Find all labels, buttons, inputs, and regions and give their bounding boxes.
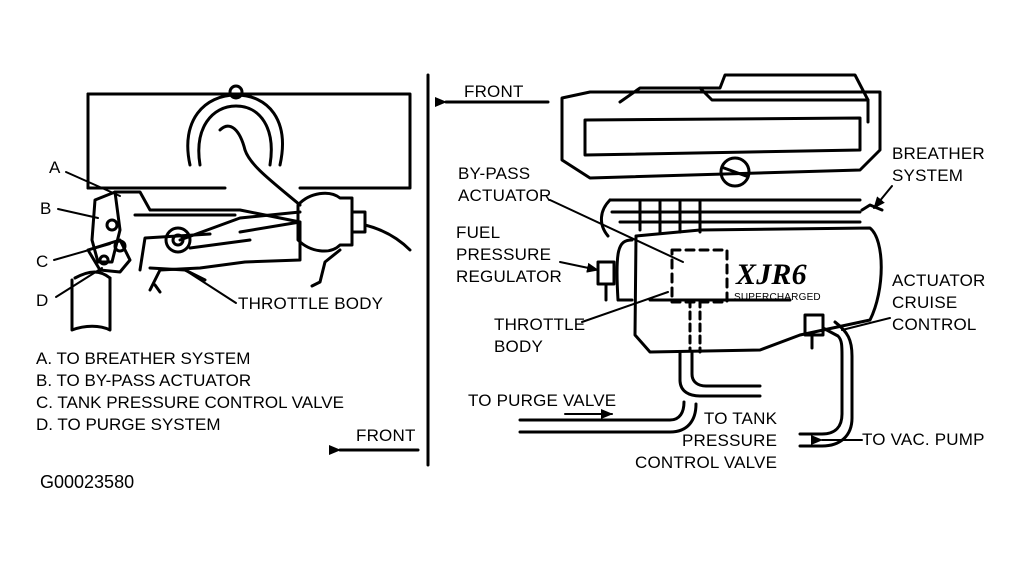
bypass-actuator-line2: ACTUATOR xyxy=(458,186,552,205)
breather-system-label: BREATHER SYSTEM xyxy=(892,143,985,187)
to-tank-pressure-label: TO TANK PRESSURE CONTROL VALVE xyxy=(630,408,777,474)
throttle-body-label-left: THROTTLE BODY xyxy=(238,294,384,313)
fuel-regulator-label: FUEL PRESSURE REGULATOR xyxy=(456,222,562,288)
callout-a-leader xyxy=(65,171,121,197)
cruise-line1: ACTUATOR xyxy=(892,271,986,290)
fuel-regulator-line2: PRESSURE xyxy=(456,245,552,264)
legend-item-a: A. TO BREATHER SYSTEM xyxy=(36,349,251,368)
to-purge-valve-label: TO PURGE VALVE xyxy=(468,391,617,410)
left-throttle-assembly xyxy=(70,84,412,332)
callout-d: D xyxy=(36,291,49,310)
legend-item-b: B. TO BY-PASS ACTUATOR xyxy=(36,371,252,390)
callout-c: C xyxy=(36,252,49,271)
bypass-actuator-leader xyxy=(549,199,684,263)
cruise-line2: CRUISE xyxy=(892,293,958,312)
throttle-body-leader-right xyxy=(581,291,669,323)
breather-line2: SYSTEM xyxy=(892,166,964,185)
breather-line1: BREATHER xyxy=(892,144,985,163)
tank-line1: TO TANK xyxy=(703,409,778,428)
legend: A. TO BREATHER SYSTEM B. TO BY-PASS ACTU… xyxy=(36,348,344,436)
legend-item-c: C. TANK PRESSURE CONTROL VALVE xyxy=(36,393,344,412)
right-engine-assembly xyxy=(560,73,884,354)
callout-a: A xyxy=(49,158,61,177)
tank-line2: PRESSURE xyxy=(682,431,778,450)
right-hoses xyxy=(518,320,854,448)
cruise-control-label: ACTUATOR CRUISE CONTROL xyxy=(892,270,986,336)
front-label-right: FRONT xyxy=(464,82,524,101)
throttle-body-leader-left xyxy=(187,271,237,304)
cruise-leader xyxy=(841,317,891,331)
callout-c-leader xyxy=(53,243,111,261)
bypass-actuator-label: BY-PASS ACTUATOR xyxy=(458,163,552,207)
breather-leader xyxy=(873,185,893,209)
bypass-actuator-line1: BY-PASS xyxy=(458,164,531,183)
to-vac-pump-label: TO VAC. PUMP xyxy=(862,430,985,449)
engine-badge-subtitle: SUPERCHARGED xyxy=(734,292,821,303)
throttle-body-right-line2: BODY xyxy=(494,337,543,356)
callout-d-leader xyxy=(55,267,103,298)
throttle-body-right-line1: THROTTLE xyxy=(494,315,586,334)
engine-badge: XJR6 xyxy=(736,258,807,291)
fuel-regulator-line3: REGULATOR xyxy=(456,267,563,286)
fuel-regulator-line1: FUEL xyxy=(456,223,501,242)
legend-item-d: D. TO PURGE SYSTEM xyxy=(36,415,221,434)
fuel-regulator-leader xyxy=(559,261,599,273)
cruise-line3: CONTROL xyxy=(892,315,977,334)
callout-b: B xyxy=(40,199,52,218)
callout-b-leader xyxy=(57,208,99,219)
figure-id: G00023580 xyxy=(40,472,135,492)
throttle-body-label-right: THROTTLE BODY xyxy=(494,314,585,358)
tank-line3: CONTROL VALVE xyxy=(635,453,778,472)
front-label-left: FRONT xyxy=(356,426,416,445)
